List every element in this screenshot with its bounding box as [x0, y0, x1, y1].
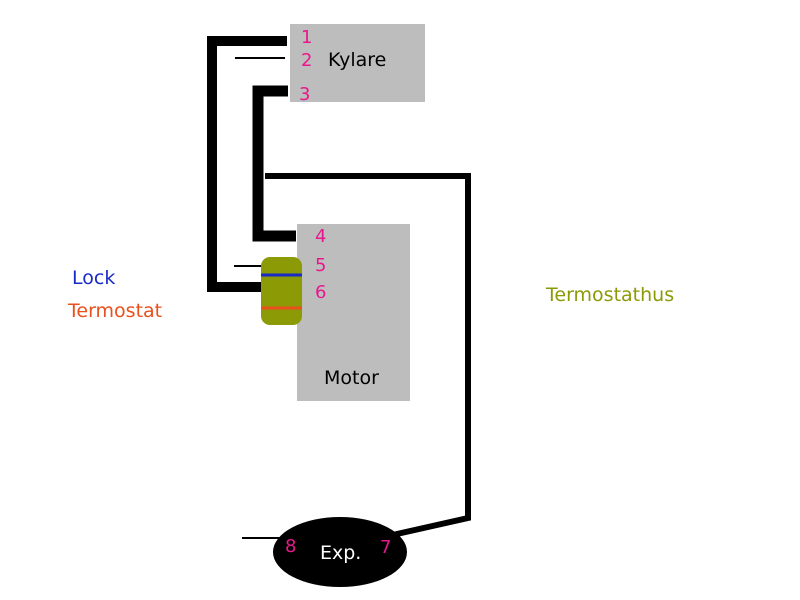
port-8-label: 8 — [285, 536, 296, 557]
hose-radiator-top-to-thermostat — [207, 36, 287, 292]
legend-lock-label: Lock — [72, 267, 115, 289]
expansion-tank-label: Exp. — [320, 542, 361, 564]
port-2-label: 2 — [301, 50, 312, 71]
port-1-label: 1 — [301, 27, 312, 48]
engine-label: Motor — [324, 367, 379, 389]
radiator-box — [290, 24, 425, 102]
port-7-label: 7 — [380, 537, 391, 558]
engine-box — [297, 224, 410, 401]
radiator-label: Kylare — [328, 49, 386, 71]
legend-thermostat-label: Termostat — [67, 300, 162, 322]
legend-thermostat-housing-label: Termostathus — [545, 284, 674, 306]
expansion-tank — [273, 517, 407, 587]
hose-radiator-bottom-to-engine — [252, 85, 296, 242]
port-6-label: 6 — [315, 282, 326, 303]
hose-to-expansion-tank — [265, 173, 471, 539]
port-5-label: 5 — [315, 255, 326, 276]
thermostat-housing-block — [261, 257, 302, 325]
port-3-label: 3 — [299, 84, 310, 105]
port-4-label: 4 — [315, 226, 326, 247]
